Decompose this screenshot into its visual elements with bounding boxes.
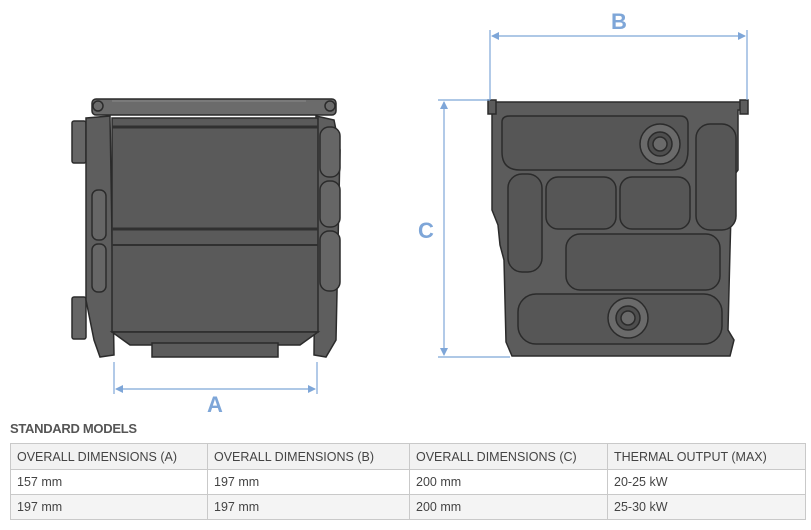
dimension-b: B — [489, 9, 748, 100]
dimension-c-label: C — [418, 218, 434, 243]
column-header: OVERALL DIMENSIONS (B) — [207, 443, 410, 470]
table-cell: 200 mm — [409, 494, 608, 520]
table-cell: 200 mm — [409, 469, 608, 495]
dimension-c: C — [418, 99, 510, 358]
table-cell: 197 mm — [10, 494, 208, 520]
table-header-row: OVERALL DIMENSIONS (A) OVERALL DIMENSION… — [10, 443, 806, 470]
column-header: OVERALL DIMENSIONS (C) — [409, 443, 608, 470]
table-cell: 197 mm — [207, 469, 410, 495]
table-cell: 157 mm — [10, 469, 208, 495]
column-header: OVERALL DIMENSIONS (A) — [10, 443, 208, 470]
section-title: STANDARD MODELS — [10, 421, 137, 436]
dimension-a: A — [113, 362, 318, 415]
technical-diagram: A B C — [71, 9, 749, 415]
dimension-b-label: B — [611, 9, 627, 34]
dimension-a-label: A — [207, 392, 223, 415]
standard-models-table: OVERALL DIMENSIONS (A) OVERALL DIMENSION… — [10, 443, 806, 520]
table-cell: 25-30 kW — [607, 494, 806, 520]
table-row: 197 mm 197 mm 200 mm 25-30 kW — [10, 494, 806, 520]
unit-front-view — [71, 98, 341, 358]
table-cell: 20-25 kW — [607, 469, 806, 495]
column-header: THERMAL OUTPUT (MAX) — [607, 443, 806, 470]
unit-side-view — [487, 99, 749, 357]
table-row: 157 mm 197 mm 200 mm 20-25 kW — [10, 469, 806, 495]
table-cell: 197 mm — [207, 494, 410, 520]
